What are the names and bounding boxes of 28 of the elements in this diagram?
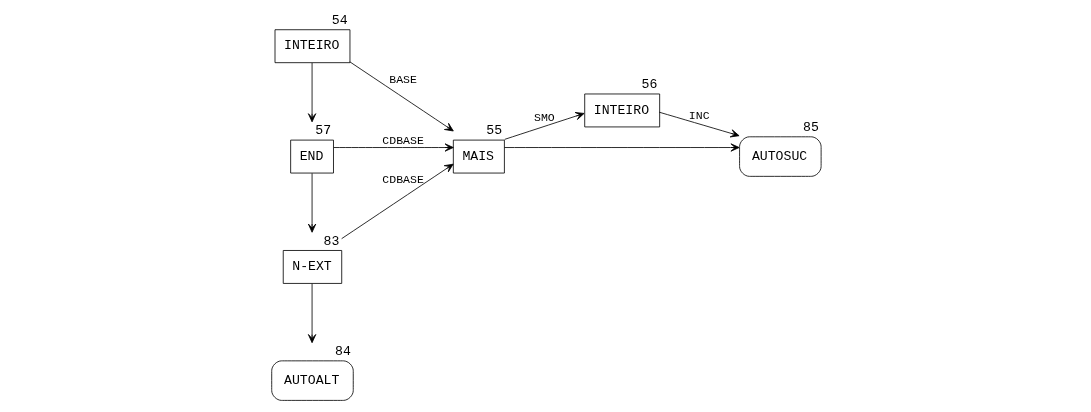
node-box: AUTOALT <box>270 360 354 401</box>
node-label: 56 <box>641 77 657 93</box>
edge-label: BASE <box>388 72 417 86</box>
arrow <box>658 111 739 138</box>
edge-label: INC <box>688 108 710 122</box>
edge-label: CDBASE <box>381 134 424 148</box>
edge-label: SMO <box>533 110 555 124</box>
arrow <box>307 62 316 123</box>
node-box: INTEIRO <box>583 93 660 128</box>
node-label: 83 <box>323 233 339 249</box>
node-label: 55 <box>485 123 502 139</box>
node-label: 84 <box>334 343 351 359</box>
arrow <box>307 172 316 233</box>
node-box: INTEIRO <box>274 29 350 64</box>
arrow <box>340 163 454 240</box>
node-box: MAIS <box>452 139 505 174</box>
node-box: END <box>289 139 334 174</box>
arrow <box>503 112 584 140</box>
edge-label: CDBASE <box>381 173 424 187</box>
arrow <box>503 143 740 152</box>
node-box: AUTOSUC <box>738 136 822 177</box>
node-box: N-EXT <box>282 250 342 284</box>
arrow <box>348 61 454 132</box>
arrow <box>332 143 454 152</box>
arrow <box>307 283 316 344</box>
node-label: 57 <box>314 123 331 139</box>
node-label: 54 <box>331 12 348 28</box>
node-label: 85 <box>802 119 819 135</box>
